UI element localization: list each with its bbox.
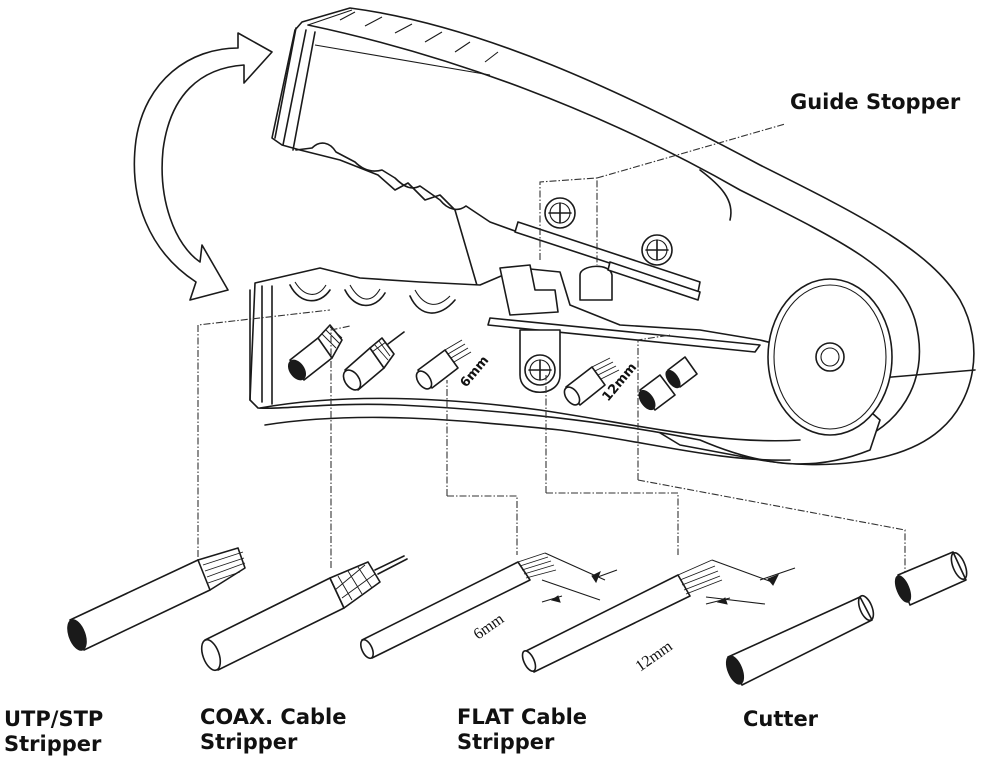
coax-slot-icon: [342, 331, 405, 391]
lower-handle: [249, 264, 881, 465]
cutter-cable-long: [725, 594, 875, 686]
rotation-arrow-icon: [133, 32, 273, 301]
label-line-2: Stripper: [200, 730, 298, 754]
label-line-1: COAX. Cable: [200, 705, 347, 729]
utp-cable: [67, 547, 246, 651]
dimension-12mm: 12mm: [633, 638, 677, 676]
label-line-2: Stripper: [457, 730, 555, 754]
screw-icon: [519, 329, 561, 394]
label-line-1: UTP/STP: [4, 707, 104, 731]
guide-stopper: [514, 221, 701, 301]
cutter-label: Cutter: [743, 707, 818, 732]
screw-icon: [544, 197, 576, 229]
cutter-slot-icon: [638, 356, 698, 411]
pivot-icon: [767, 278, 893, 436]
utp-stp-stripper-label: UTP/STP Stripper: [4, 707, 103, 757]
dimension-6mm: 6mm: [471, 610, 508, 643]
label-line-1: FLAT Cable: [457, 705, 588, 729]
guide-stopper-label: Guide Stopper: [790, 90, 961, 114]
leader-lines: [197, 123, 906, 582]
flat-cable-stripper-label: FLAT Cable Stripper: [457, 705, 587, 755]
cutter-cable-piece: [894, 551, 968, 606]
label-line-2: Stripper: [4, 732, 102, 756]
screw-icon: [641, 234, 673, 266]
coax-cable-stripper-label: COAX. Cable Stripper: [200, 705, 347, 755]
label-line-1: Cutter: [743, 707, 819, 731]
utp-slot-icon: [287, 324, 343, 381]
coax-cable: [200, 555, 408, 672]
